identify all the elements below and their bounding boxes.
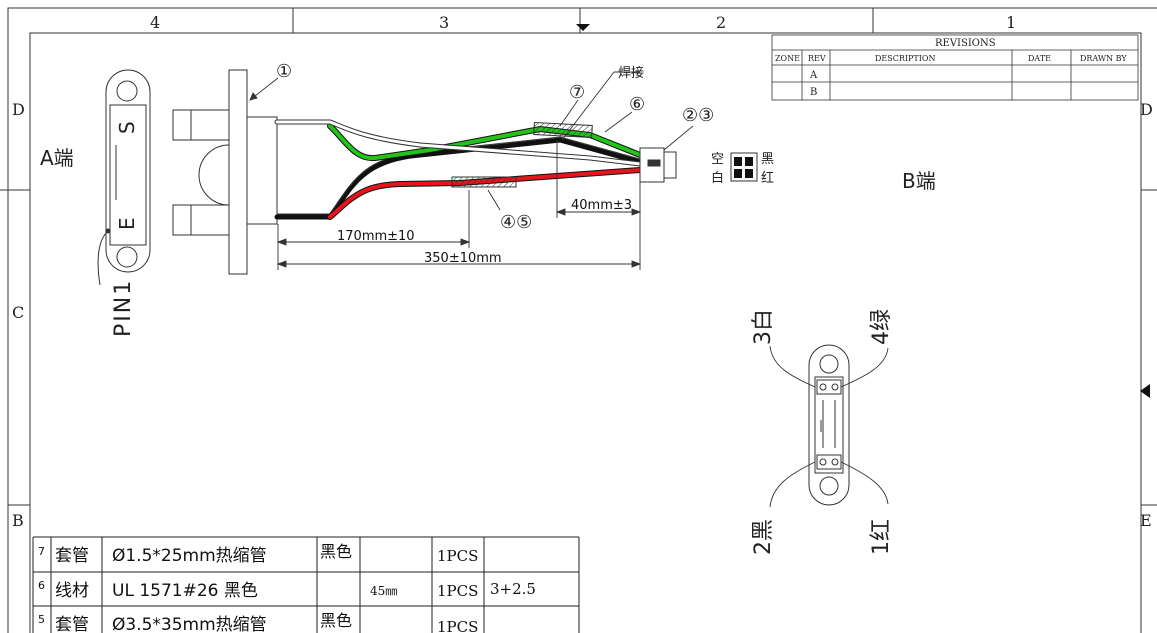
rev-header-date: DATE xyxy=(1028,54,1051,63)
bom-table xyxy=(32,536,580,633)
bom-qty: 1PCS xyxy=(437,547,478,565)
pin-map-leaders xyxy=(769,345,889,508)
connector-housing xyxy=(639,147,677,183)
bom-desc: Ø1.5*25mm热缩管 xyxy=(112,546,267,566)
revisions-table xyxy=(771,34,1139,101)
housing-letter-s: S xyxy=(115,121,139,134)
zone-top-2: 2 xyxy=(716,13,726,32)
dimension-350: 350±10mm xyxy=(424,251,502,266)
connector-label-black: 黑 xyxy=(761,152,774,167)
dimension-40: 40mm±3 xyxy=(571,198,632,213)
zone-top-1: 1 xyxy=(1006,13,1016,32)
dimension-170: 170mm±10 xyxy=(337,229,415,244)
bom-type: 套管 xyxy=(55,546,89,566)
bom-color: 黑色 xyxy=(320,542,352,561)
bom-desc: Ø3.5*35mm热缩管 xyxy=(112,615,267,633)
pin-map-housing xyxy=(808,344,850,506)
heat-shrink-sleeve-45 xyxy=(451,176,517,188)
bom-qty: 1PCS xyxy=(437,618,478,633)
bom-no: 5 xyxy=(38,613,45,626)
pin1-label: PIN1 xyxy=(111,279,136,337)
connector-label-red: 红 xyxy=(761,170,774,186)
callout-leaders xyxy=(249,71,694,211)
pin-3-white-label: 3白 xyxy=(751,309,776,345)
wire-harness xyxy=(274,119,643,220)
a-end-label: A端 xyxy=(40,146,74,170)
rev-header-zone: ZONE xyxy=(775,54,800,63)
sheet-frame xyxy=(0,7,1157,633)
rev-header-rev: REV xyxy=(808,54,826,63)
pin-1-red-label: 1红 xyxy=(869,519,894,555)
center-mark-arrow-icon xyxy=(576,24,590,31)
heat-shrink-sleeve-7 xyxy=(533,121,593,139)
bom-color: 黑色 xyxy=(320,611,352,630)
housing-letter-e: E xyxy=(115,217,139,230)
bom-row-5: 5 套管 Ø3.5*35mm热缩管 黑色 1PCS xyxy=(38,611,478,633)
bom-type: 套管 xyxy=(55,615,89,633)
center-mark-arrow-icon xyxy=(1140,384,1150,398)
sensor-housing-front xyxy=(97,69,151,286)
bom-desc: UL 1571#26 黑色 xyxy=(112,581,258,601)
zone-right-d: D xyxy=(1140,100,1153,119)
bom-note: 3+2.5 xyxy=(490,580,536,598)
zone-labels: 4 3 2 1 D C B D E xyxy=(12,13,1153,530)
zone-top-4: 4 xyxy=(150,13,160,32)
revisions-title: REVISIONS xyxy=(935,38,996,49)
rev-header-description: DESCRIPTION xyxy=(875,54,935,63)
weld-label: 焊接 xyxy=(618,65,644,81)
pin-4-green-label: 4绿 xyxy=(869,309,894,345)
connector-face-icon xyxy=(730,152,758,182)
bom-row-6: 6 线材 UL 1571#26 黑色 45㎜ 1PCS 3+2.5 xyxy=(38,579,536,601)
dimension-lines xyxy=(276,140,642,270)
rev-row-a: A xyxy=(809,70,818,81)
zone-left-c: C xyxy=(12,303,24,322)
pin-2-black-label: 2黑 xyxy=(751,519,776,555)
connector-label-white: 白 xyxy=(711,170,724,186)
bom-type: 线材 xyxy=(55,581,89,601)
zone-left-b: B xyxy=(12,511,24,530)
bom-row-7: 7 套管 Ø1.5*25mm热缩管 黑色 1PCS xyxy=(38,542,478,566)
callout-1: ① xyxy=(276,61,292,82)
zone-top-3: 3 xyxy=(439,13,449,32)
callout-6: ⑥ xyxy=(629,94,645,115)
callout-2-3: ②③ xyxy=(682,105,714,126)
callout-4-5: ④⑤ xyxy=(500,212,532,233)
bom-qty: 1PCS xyxy=(437,582,478,600)
callout-7: ⑦ xyxy=(569,82,585,103)
zone-left-d: D xyxy=(12,100,25,119)
rev-header-drawn-by: DRAWN BY xyxy=(1080,54,1127,63)
rev-row-b: B xyxy=(810,87,817,98)
bom-no: 7 xyxy=(38,545,45,558)
bom-len: 45㎜ xyxy=(370,584,397,598)
b-end-label: B端 xyxy=(902,169,936,193)
sensor-housing-side xyxy=(172,69,278,275)
zone-right-e: E xyxy=(1140,511,1152,530)
bom-no: 6 xyxy=(38,579,45,592)
connector-label-empty: 空 xyxy=(711,152,724,167)
